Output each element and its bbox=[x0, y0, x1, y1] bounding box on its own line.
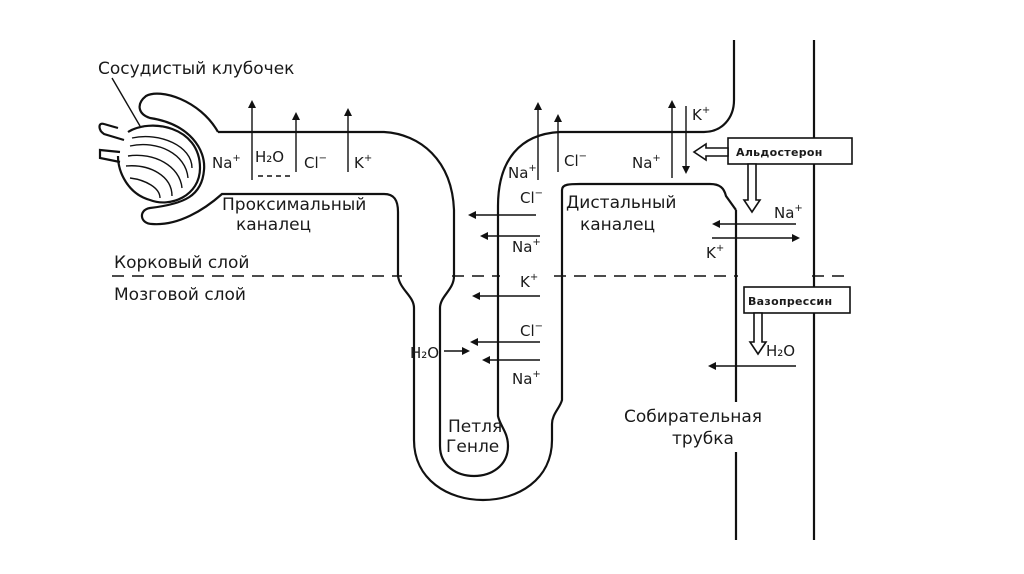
collecting-label-2: трубка bbox=[672, 429, 734, 449]
ion-lower-cl: Cl− bbox=[520, 321, 543, 340]
glomerulus-label: Сосудистый клубочек bbox=[98, 59, 294, 79]
medulla-label: Мозговой слой bbox=[114, 285, 246, 305]
distal-label-2: каналец bbox=[580, 215, 655, 235]
ion-ascending-na: Na+ bbox=[508, 163, 537, 182]
ion-distal-na: Na+ bbox=[632, 153, 661, 172]
ion-distal-k: K+ bbox=[692, 105, 710, 124]
ion-collecting-k: K+ bbox=[706, 243, 724, 262]
proximal-transport-arrows bbox=[248, 100, 352, 180]
aldosterone-box bbox=[692, 137, 853, 214]
ion-proximal-na: Na+ bbox=[212, 153, 241, 172]
ion-collecting-na: Na+ bbox=[774, 203, 803, 222]
ion-proximal-k: K+ bbox=[354, 153, 372, 172]
ion-proximal-h2o: H₂O bbox=[255, 148, 284, 166]
ion-ascending-k: K+ bbox=[520, 272, 538, 291]
vasopressin-label: Вазопрессин bbox=[748, 295, 832, 308]
loop-label-2: Генле bbox=[446, 437, 499, 457]
aldosterone-label: Альдостерон bbox=[736, 146, 823, 159]
ion-proximal-cl: Cl− bbox=[304, 153, 327, 172]
ascending-leftward-arrows bbox=[444, 211, 540, 364]
ion-ascending-cl: Cl− bbox=[520, 188, 543, 207]
ion-collecting-h2o: H₂O bbox=[766, 342, 795, 360]
glomerulus-icon bbox=[98, 77, 202, 204]
ascending-upward-arrows bbox=[534, 102, 562, 180]
loop-of-henle bbox=[396, 40, 816, 540]
ion-descending-h2o: H₂O bbox=[410, 344, 439, 362]
ion-lower-na: Na+ bbox=[512, 369, 541, 388]
loop-label-1: Петля bbox=[448, 417, 502, 437]
distal-label-1: Дистальный bbox=[566, 193, 676, 213]
ion-ascending-cl-top: Cl− bbox=[564, 151, 587, 170]
collecting-label-1: Собирательная bbox=[624, 407, 762, 427]
cortex-label: Корковый слой bbox=[114, 253, 250, 273]
distal-transport-arrows bbox=[668, 100, 800, 370]
proximal-label-2: каналец bbox=[236, 215, 311, 235]
vasopressin-box bbox=[743, 286, 851, 356]
collecting-label-bg bbox=[622, 402, 802, 452]
ion-ascending-na-2: Na+ bbox=[512, 237, 541, 256]
bowman-capsule bbox=[138, 92, 456, 276]
proximal-label-1: Проксимальный bbox=[222, 195, 366, 215]
